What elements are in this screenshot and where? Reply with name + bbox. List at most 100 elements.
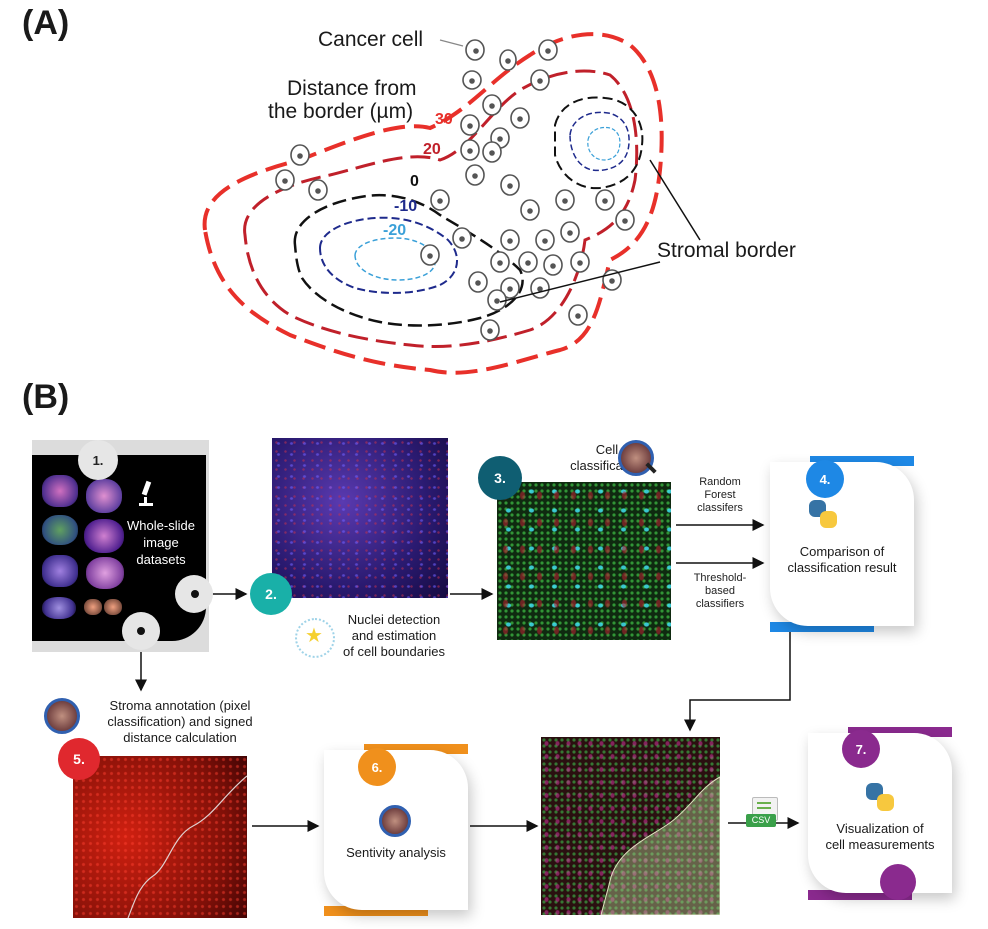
step7-text-line2: cell measurements [825,837,935,852]
cell [568,304,588,326]
step6-top-bar [364,744,468,754]
stromal-border-pointer-2 [499,261,661,303]
cell [500,174,520,196]
cell [543,254,563,276]
cell [615,209,635,231]
stromal-border-pointer-1 [649,159,701,241]
cell [500,229,520,251]
step4-text-line2: classification result [787,560,897,575]
step7-text-line1: Visualization of [836,821,924,836]
step1-text-line2: image [143,535,179,550]
stroma-outline [127,775,247,918]
cell [538,39,558,61]
cell [482,141,502,163]
cell [465,39,485,61]
cell [480,319,500,341]
step1-out-dot-bottom [137,627,145,635]
cell [460,139,480,161]
cell [468,271,488,293]
random-forest-line2: Forest [704,489,736,501]
step5-text-line3: distance calculation [123,730,237,745]
threshold-line1: Threshold- [693,572,747,584]
step3-classification-image [497,482,671,640]
cell [490,251,510,273]
step1-out-dot-right [191,590,199,598]
step6-card: Sentivity analysis [324,750,468,910]
cell [518,251,538,273]
step5-badge: 5. [58,738,100,780]
cell [560,221,580,243]
cell [499,49,517,71]
step1-badge: 1. [78,440,118,480]
wsi-thumbnails [40,473,132,633]
contour-minus10-right [569,111,630,172]
distance-label-line2: the border (µm) [268,100,414,123]
cell [487,289,507,311]
contour-minus10 [318,216,458,294]
contour-30 [202,32,664,375]
contour-0-right [554,96,644,190]
contour-diagram [202,32,701,375]
csv-label: CSV [746,814,776,827]
step2-badge: 2. [250,573,292,615]
step2-nuclei-image [272,438,448,598]
step4-card: Comparison of classification result [770,462,914,626]
step7-card: Visualization of cell measurements [808,733,952,893]
qupath-icon [44,698,80,734]
step2-text-line2: and estimation [351,628,437,643]
cell [510,107,530,129]
cell [595,189,615,211]
cell [462,70,482,90]
step1-text-line3: datasets [136,552,186,567]
stroma-overlay [600,776,720,915]
cell [570,251,590,273]
step3-text-line1: Cell [595,442,619,457]
threshold-line2: based [705,585,735,597]
contour-label-20: 20 [423,141,441,158]
cancer-cell-label: Cancer cell [318,28,424,51]
cell [308,179,328,201]
cell [535,229,555,251]
random-forest-line1: Random [699,476,741,488]
step1-card: Whole-slide image datasets [32,455,206,641]
step7-badge: 7. [842,730,880,768]
step1-text-line1: Whole-slide [127,518,195,533]
microscope-icon [139,480,153,506]
arrow-4-to-merge [684,632,791,732]
qupath-icon [379,805,411,837]
cell [430,189,450,211]
step7-bottom-bar [808,890,912,900]
contour-0 [293,194,524,327]
cell [460,114,480,136]
cell [465,164,485,186]
cancer-cell-pointer [439,39,464,47]
contour-20 [243,69,639,348]
step3-badge: 3. [478,456,522,500]
python-icon [866,783,894,811]
step6-text: Sentivity analysis [346,845,446,860]
step2-text-line1: Nuclei detection [347,612,441,627]
stardist-logo: ★ [295,618,335,658]
step4-top-bar [810,456,914,466]
cell [275,169,295,191]
cell [452,227,472,249]
contour-label-minus10: -10 [394,198,418,215]
distance-label-line1: Distance from [287,77,417,100]
contour-label-0: 0 [410,173,419,190]
step5-stroma-image [73,756,247,918]
contour-minus20-right [587,126,621,161]
step6-bottom-bar [324,906,428,916]
panel-a-label: (A) [22,4,70,42]
cancer-cells [275,39,635,341]
contour-label-30: 30 [435,111,453,128]
step4-badge: 4. [806,460,844,498]
contour-label-minus20: -20 [383,222,407,239]
step7-top-bar [848,727,952,737]
contour-minus20 [354,237,436,281]
random-forest-line3: classifers [697,502,743,514]
qupath-icon [618,440,654,476]
cell [500,277,520,299]
cell [520,199,540,221]
cell [420,244,440,266]
